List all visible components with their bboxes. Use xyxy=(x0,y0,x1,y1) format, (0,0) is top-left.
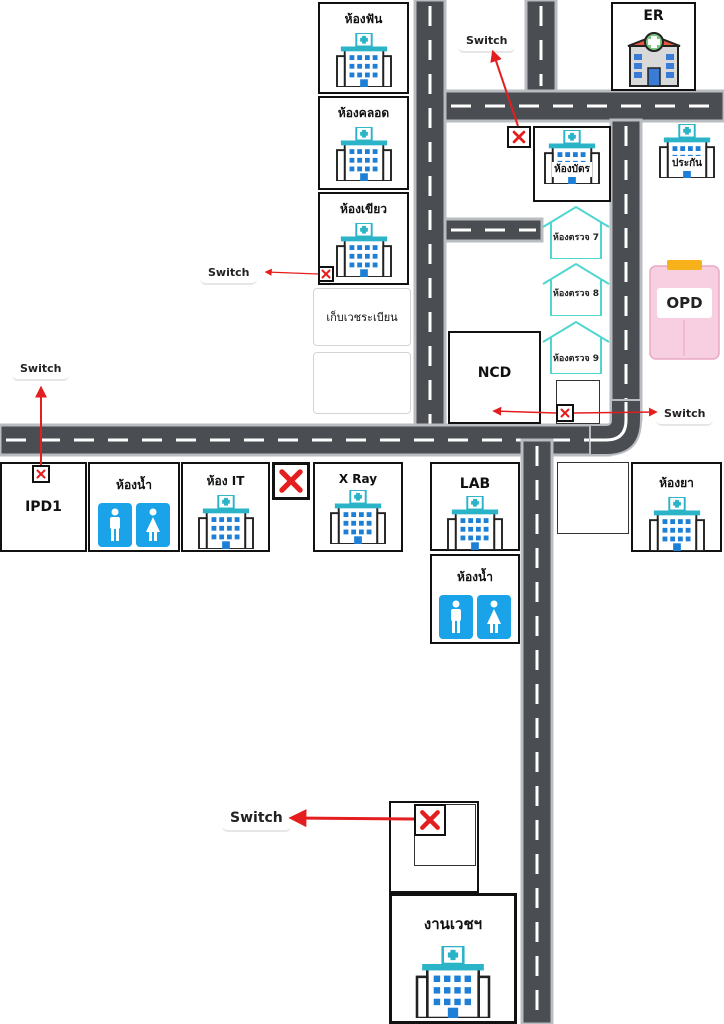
switch-label-left-far: Switch xyxy=(12,358,70,381)
room-er: ER xyxy=(611,2,696,91)
lane-marking xyxy=(590,402,628,442)
room-card: ห้องบัตร xyxy=(533,126,611,202)
red-x-icon xyxy=(420,810,440,830)
room-exam-8-label: ห้องตรวจ 8 xyxy=(552,289,600,299)
house-outline-icon xyxy=(542,262,610,316)
room-ipd1-label: IPD1 xyxy=(25,499,62,515)
room-insurance-label: ประกัน xyxy=(670,156,704,171)
hospital-building-icon xyxy=(335,126,393,185)
hospital-building-icon xyxy=(414,944,492,1022)
red-x-icon xyxy=(512,130,526,144)
room-exam-7: ห้องตรวจ 7 xyxy=(541,205,611,259)
empty-room xyxy=(557,462,629,534)
switch-label-bottom: Switch xyxy=(222,806,291,832)
room-lab-label: LAB xyxy=(459,476,491,492)
male-restroom-icon xyxy=(98,503,132,547)
hospital-building-icon xyxy=(648,496,706,555)
room-exam-7-label: ห้องตรวจ 7 xyxy=(552,233,600,243)
room-opd-label: OPD xyxy=(666,294,703,312)
empty-room xyxy=(313,352,411,414)
room-pharmacy: ห้องยา xyxy=(631,462,722,552)
red-x-icon xyxy=(279,469,303,493)
emergency-hospital-icon xyxy=(622,24,686,92)
room-delivery-label: ห้องคลอด xyxy=(337,106,390,120)
room-er-label: ER xyxy=(643,8,664,24)
room-records-storage: เก็บเวชระเบียน xyxy=(313,288,411,346)
clipboard-icon xyxy=(649,260,720,360)
room-xray-label: X Ray xyxy=(338,472,378,486)
hospital-building-icon xyxy=(335,222,393,281)
switch-label-top: Switch xyxy=(458,30,516,53)
restroom-icon xyxy=(98,503,170,547)
room-insurance: ประกัน xyxy=(650,123,724,202)
room-ncd: NCD xyxy=(448,331,541,424)
room-dental-label: ห้องฟัน xyxy=(344,12,383,26)
hospital-building-icon xyxy=(335,32,393,91)
room-exam-9: ห้องตรวจ 9 xyxy=(541,320,611,374)
room-exam-9-label: ห้องตรวจ 9 xyxy=(552,354,600,364)
room-restroom-1-label: ห้องน้ำ xyxy=(116,478,152,492)
room-restroom-2-label: ห้องน้ำ xyxy=(457,570,493,584)
red-x-icon xyxy=(321,269,331,279)
room-pharmacy-label: ห้องยา xyxy=(659,476,694,490)
red-x-icon xyxy=(36,469,46,479)
room-green-label: ห้องเขียว xyxy=(339,202,388,216)
room-medical-records-work: งานเวชฯ xyxy=(389,893,517,1024)
switch-label-right: Switch xyxy=(656,403,714,426)
room-xray: X Ray xyxy=(313,462,403,552)
room-medical-records-work-label: งานเวชฯ xyxy=(423,915,483,933)
switch-off-marker xyxy=(318,266,334,282)
house-outline-icon xyxy=(542,320,610,374)
house-outline-icon xyxy=(542,205,610,259)
female-restroom-icon xyxy=(477,595,511,639)
switch-label-left-mid: Switch xyxy=(200,262,258,285)
restroom-icon xyxy=(439,595,511,639)
room-opd: OPD xyxy=(649,258,720,360)
room-dental: ห้องฟัน xyxy=(318,2,409,94)
male-restroom-icon xyxy=(439,595,473,639)
red-x-icon xyxy=(560,408,570,418)
switch-off-marker xyxy=(556,404,574,422)
hospital-building-icon xyxy=(329,489,387,548)
room-it-label: ห้อง IT xyxy=(206,474,245,488)
room-restroom-1: ห้องน้ำ xyxy=(88,462,180,552)
room-restroom-2: ห้องน้ำ xyxy=(430,554,520,644)
switch-off-marker xyxy=(272,462,310,500)
switch-off-marker xyxy=(507,126,531,148)
hospital-building-icon xyxy=(197,494,255,553)
hospital-building-icon xyxy=(543,129,601,188)
female-restroom-icon xyxy=(136,503,170,547)
room-lab: LAB xyxy=(430,462,520,551)
switch-off-marker xyxy=(32,465,50,483)
hospital-building-icon xyxy=(446,495,504,554)
room-ncd-label: NCD xyxy=(477,365,512,381)
room-delivery: ห้องคลอด xyxy=(318,96,409,190)
room-it: ห้อง IT xyxy=(181,462,270,552)
room-card-label: ห้องบัตร xyxy=(552,162,592,177)
room-exam-8: ห้องตรวจ 8 xyxy=(541,262,611,316)
hospital-building-icon xyxy=(658,123,716,182)
room-records-label: เก็บเวชระเบียน xyxy=(326,311,398,324)
switch-off-marker xyxy=(414,804,446,836)
